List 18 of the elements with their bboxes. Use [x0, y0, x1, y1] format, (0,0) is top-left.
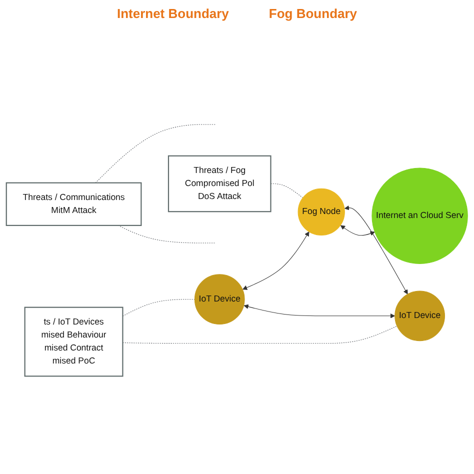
node-circle: IoT Device: [394, 290, 445, 342]
arrow: [340, 225, 375, 236]
node-circle: IoT Device: [194, 274, 245, 325]
connector: [118, 225, 216, 244]
node-box: Threats / Fog Compromised Pol DoS Attack: [168, 156, 272, 212]
boundary-label: Internet Boundary: [116, 6, 229, 21]
node-circle: Fog Node: [298, 188, 345, 236]
connector: [122, 299, 195, 317]
arrow: [244, 304, 396, 319]
connector: [270, 184, 304, 198]
node-box: Threats / Communications MitM Attack: [6, 182, 142, 226]
arrow: [344, 206, 408, 295]
connector: [95, 124, 216, 184]
boundary-label: Fog Boundary: [268, 6, 358, 21]
node-circle: Internet an Cloud Serv: [372, 168, 468, 264]
node-box: ts / IoT Devices mised Behaviour mised Contract mised PoC: [24, 307, 124, 377]
arrow: [242, 232, 310, 290]
connector: [122, 326, 398, 344]
